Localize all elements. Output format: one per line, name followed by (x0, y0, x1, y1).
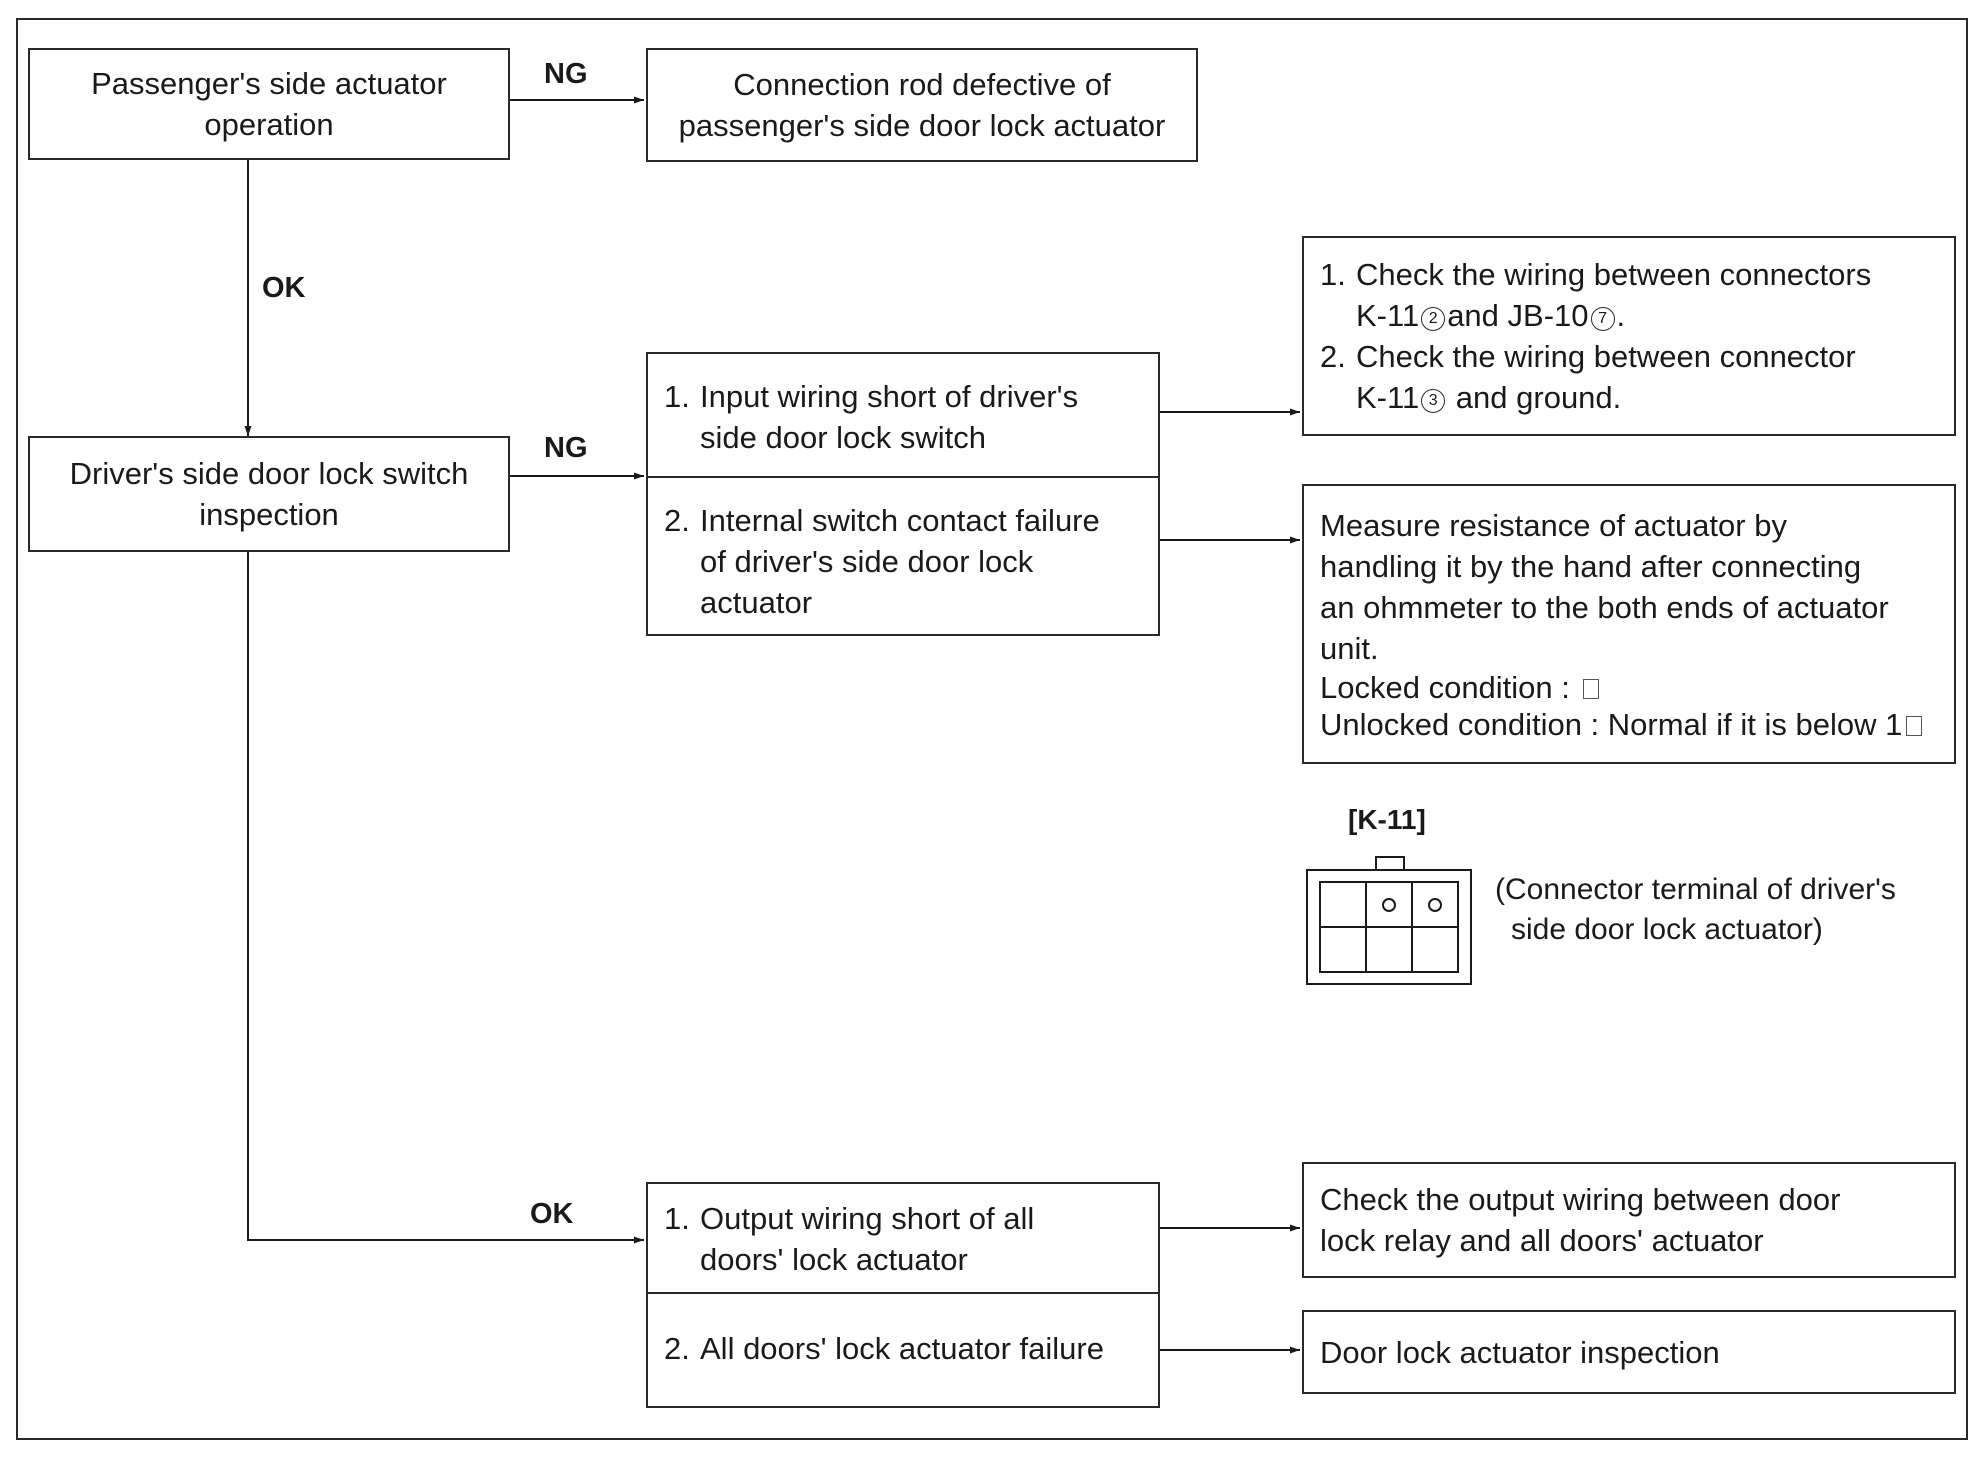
locked-condition: Locked condition : (1320, 670, 1579, 705)
node-line: unit. (1320, 631, 1379, 666)
node-line: an ohmmeter to the both ends of actuator (1320, 590, 1889, 625)
node-line: Driver's side door lock switch (69, 456, 469, 491)
label-ng-top: NG (544, 58, 588, 90)
label-ok-vertical: OK (262, 272, 306, 304)
cause-input-wiring: 1. Input wiring short of driver's side do… (648, 376, 1158, 458)
node-line: handling it by the hand after connecting (1320, 549, 1862, 584)
label-ng-middle: NG (544, 432, 588, 464)
node-line: Measure resistance of actuator by (1320, 508, 1787, 543)
connector-k11-drawing (1306, 856, 1472, 985)
node-line: Input wiring short of driver's (700, 379, 1079, 414)
node-door-lock-actuator-inspection: Door lock actuator inspection (1302, 1310, 1956, 1394)
node-line: Internal switch contact failure (700, 503, 1100, 538)
node-line: passenger's side door lock actuator (678, 108, 1166, 143)
connector-ref: K-11 (1356, 380, 1420, 415)
connector-k11-note: (Connector terminal of driver's side doo… (1495, 870, 1965, 950)
note-line: (Connector terminal of driver's (1495, 873, 1896, 906)
node-connection-rod-defective: Connection rod defective of passenger's … (646, 48, 1198, 162)
node-text: and JB-10 (1447, 298, 1589, 333)
cell-divider (648, 1292, 1158, 1294)
cause-all-doors-failure: 2. All doors' lock actuator failure (648, 1328, 1158, 1369)
cell-divider (648, 476, 1158, 478)
pin-number-circle: 3 (1421, 389, 1446, 413)
node-line: actuator (700, 585, 813, 620)
item-number: 1. (1320, 257, 1346, 292)
pin-number-circle: 2 (1421, 307, 1446, 331)
node-line: Connection rod defective of (733, 67, 1111, 102)
unit-symbol-box (1582, 679, 1599, 699)
node-cause-group-output: 1. Output wiring short of all doors' lock… (646, 1182, 1160, 1408)
item-number: 1. (664, 1201, 690, 1236)
node-driver-switch-inspection: Driver's side door lock switch inspectio… (28, 436, 510, 552)
node-measure-resistance: Measure resistance of actuator by handli… (1302, 484, 1956, 764)
node-line: doors' lock actuator (700, 1242, 968, 1277)
node-text: . (1616, 298, 1626, 333)
node-line: Output wiring short of all (700, 1201, 1035, 1236)
node-line: of driver's side door lock (700, 544, 1034, 579)
node-line: Check the wiring between connector (1356, 339, 1856, 374)
node-line: inspection (199, 497, 339, 532)
node-line: Passenger's side actuator (91, 66, 447, 101)
unlocked-condition: Unlocked condition : Normal if it is bel… (1320, 707, 1903, 742)
node-line: operation (204, 107, 334, 142)
node-line: All doors' lock actuator failure (700, 1331, 1104, 1366)
node-line: side door lock switch (700, 420, 987, 455)
node-line: Check the output wiring between door (1320, 1182, 1841, 1217)
item-number: 2. (664, 503, 690, 538)
unit-symbol-box (1906, 716, 1923, 736)
node-check-wiring: 1. Check the wiring between connectors K-… (1302, 236, 1956, 436)
node-line: Check the wiring between connectors (1356, 257, 1872, 292)
note-line: side door lock actuator) (1511, 913, 1823, 946)
node-passenger-operation: Passenger's side actuator operation (28, 48, 510, 160)
item-number: 2. (1320, 339, 1346, 374)
edge-ok-bottom (247, 552, 644, 1244)
item-number: 2. (664, 1331, 690, 1366)
node-line: lock relay and all doors' actuator (1320, 1223, 1764, 1258)
connector-k11-title: [K-11] (1348, 804, 1426, 835)
node-line: Door lock actuator inspection (1320, 1334, 1720, 1370)
diagram-frame (16, 18, 1968, 1440)
cause-output-wiring: 1. Output wiring short of all doors' lock… (648, 1198, 1158, 1280)
pin-number-circle: 7 (1590, 307, 1615, 331)
node-check-output-wiring: Check the output wiring between door loc… (1302, 1162, 1956, 1278)
cause-internal-contact: 2. Internal switch contact failure of dri… (648, 500, 1158, 623)
connector-ref: K-11 (1356, 298, 1420, 333)
node-text: and ground. (1447, 380, 1622, 415)
node-cause-group-switch: 1. Input wiring short of driver's side do… (646, 352, 1160, 636)
label-ok-bottom: OK (530, 1198, 574, 1230)
item-number: 1. (664, 379, 690, 414)
